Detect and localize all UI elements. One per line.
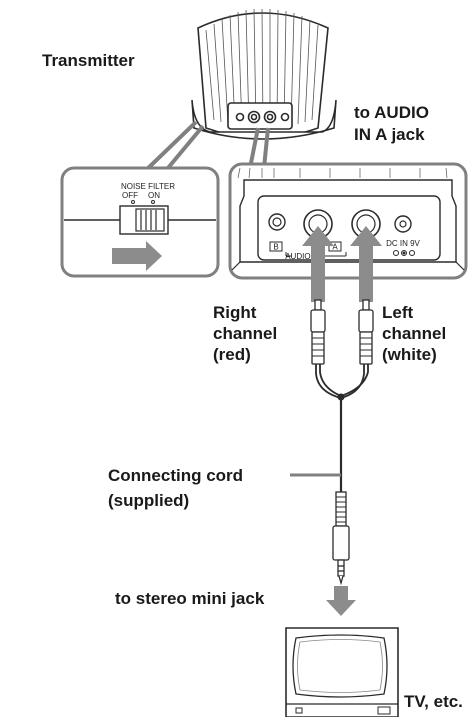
noise-filter-panel: NOISE FILTER OFF ON <box>60 166 220 278</box>
transmitter-device <box>191 8 337 140</box>
left-channel-label-line1: Left <box>382 303 414 322</box>
callout-connectors <box>140 120 270 176</box>
jack-a-label: A <box>332 243 338 252</box>
cord-label-line2: (supplied) <box>108 491 190 510</box>
noise-filter-label: NOISE FILTER <box>121 182 175 191</box>
right-channel-label-line3: (red) <box>213 345 251 364</box>
dc-in-label: DC IN 9V <box>386 239 420 248</box>
tv-label: TV, etc. <box>404 692 463 711</box>
mini-plug <box>332 491 350 586</box>
cord-splitter <box>337 393 345 401</box>
left-channel-label-line2: channel <box>382 324 447 343</box>
mini-jack-label: to stereo mini jack <box>115 589 265 608</box>
noise-filter-off-label: OFF <box>122 191 138 200</box>
noise-filter-on-label: ON <box>148 191 160 200</box>
cord-label-line1: Connecting cord <box>108 466 244 485</box>
tv-set <box>285 627 399 717</box>
audio-jack-label-line1: to AUDIO <box>354 103 429 122</box>
audio-in-label: AUDIO IN <box>285 252 321 261</box>
jack-panel: B A AUDIO IN DC IN 9V <box>228 162 468 280</box>
connecting-cord <box>315 364 369 492</box>
right-channel-label-line1: Right <box>213 303 257 322</box>
transmitter-label: Transmitter <box>42 51 135 70</box>
rca-plugs <box>310 299 374 365</box>
down-arrow <box>326 586 356 616</box>
left-channel-label-line3: (white) <box>382 345 437 364</box>
audio-jack-label-line2: IN A jack <box>354 125 425 144</box>
right-channel-label-line2: channel <box>213 324 278 343</box>
insert-arrows <box>302 226 382 302</box>
jack-b-label: B <box>273 243 278 252</box>
